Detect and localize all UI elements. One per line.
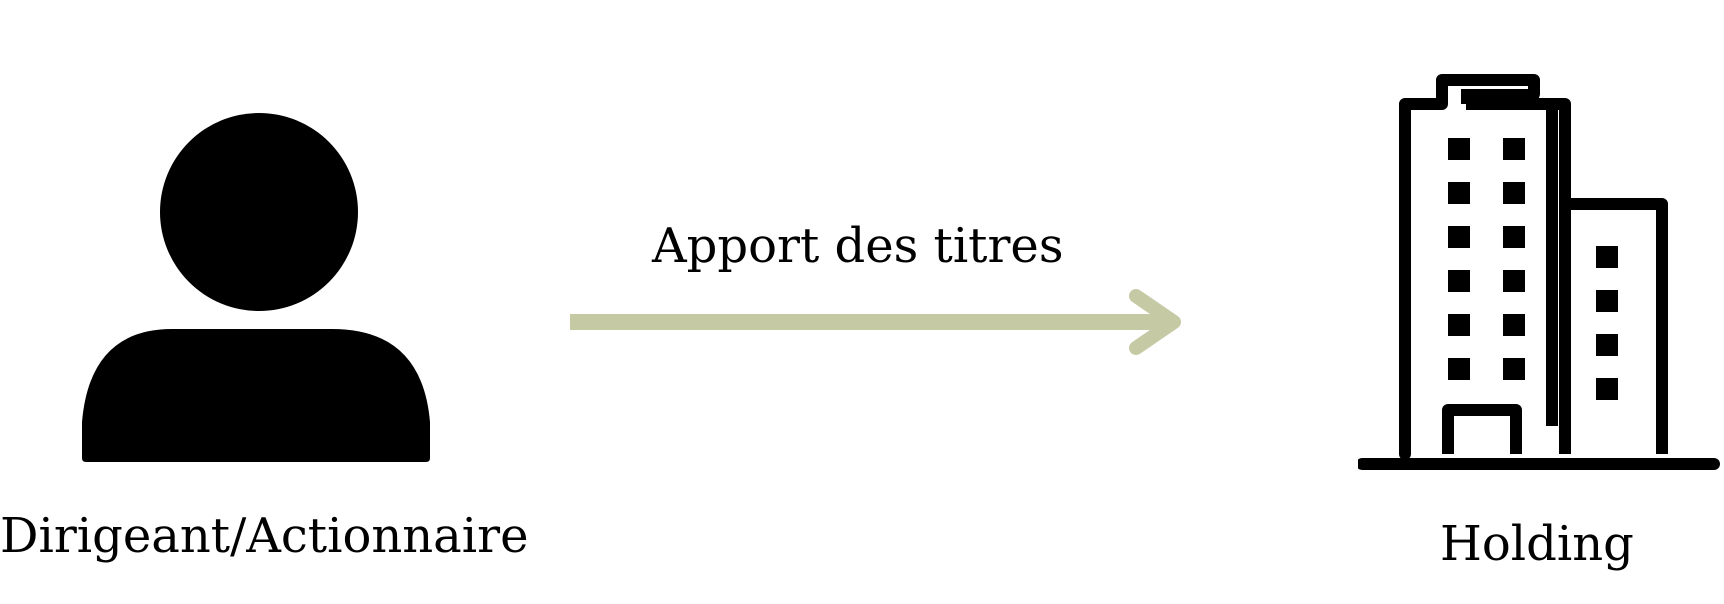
building-icon — [1358, 74, 1720, 470]
node-label: Holding — [1440, 516, 1634, 572]
edge-label: Apport des titres — [652, 218, 1064, 274]
person-icon — [82, 113, 430, 462]
node-label: Dirigeant/Actionnaire — [0, 508, 529, 564]
arrow-connector — [570, 289, 1181, 355]
